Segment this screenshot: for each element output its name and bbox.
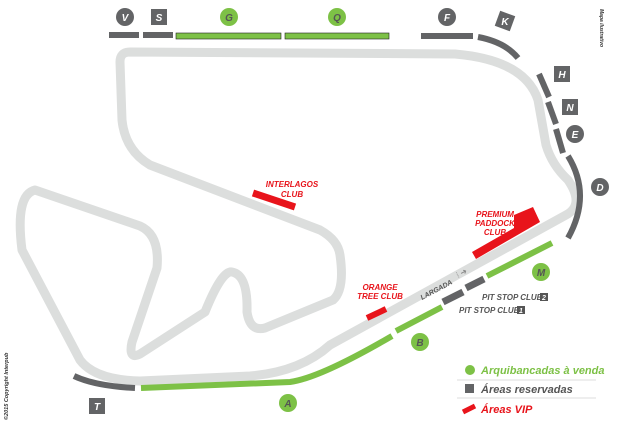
label-b: B [416,338,423,349]
vip-premium-paddock-club[interactable] [472,207,540,259]
badge-g[interactable] [220,8,238,26]
badge-e[interactable] [566,125,584,143]
pit-stop-1-number: 1 [519,308,523,315]
badge-b[interactable] [411,333,429,351]
badge-m[interactable] [532,263,550,281]
stand-q[interactable] [284,32,390,40]
pit-stop-1-badge [517,306,525,314]
stand-m[interactable] [485,240,554,279]
stand-g[interactable] [175,32,282,40]
legend-for-sale: Arquibancadas à venda [480,365,605,377]
pit-stop-2-badge [540,293,548,301]
stand-b[interactable] [394,304,444,334]
badge-q[interactable] [328,8,346,26]
stand-h[interactable] [536,72,552,99]
pit-stop-1-label: PIT STOP CLUB [459,306,520,315]
label-v: V [122,13,130,24]
badge-t[interactable] [89,398,105,414]
badge-f[interactable] [438,8,456,26]
stand-k[interactable] [477,34,521,60]
label-m: M [537,268,546,279]
legend-vip-icon [461,403,477,415]
stand-pit-stop-2[interactable] [464,275,486,292]
stand-t[interactable] [72,373,136,391]
label-n: N [566,103,574,114]
label-e: E [572,130,579,141]
badge-s[interactable] [151,9,167,25]
stand-d[interactable] [565,154,583,240]
label-a: A [283,399,291,410]
vip-orange-tree-club[interactable] [365,306,388,321]
stand-v[interactable] [109,32,139,38]
stand-f[interactable] [421,33,473,39]
badge-n[interactable] [562,99,578,115]
stand-a[interactable] [140,333,394,391]
badge-v[interactable] [116,8,134,26]
legend-reserved: Áreas reservadas [480,383,573,396]
label-h: H [558,70,566,81]
badge-d[interactable] [591,178,609,196]
legend-vip: Áreas VIP [480,403,533,416]
label-q: Q [333,13,341,24]
label-f: F [444,13,451,24]
label-d: D [596,183,603,194]
pit-stop-2-label: PIT STOP CLUB [482,293,543,302]
badge-a[interactable] [279,394,297,412]
label-g: G [225,13,233,24]
pit-stop-2-number: 2 [541,295,546,302]
illustrative-map-note: Mapa ilustrativo [598,9,604,47]
label-k: K [501,17,509,28]
badge-k[interactable] [494,10,516,32]
vip-interlagos-club[interactable] [251,189,297,211]
badge-h[interactable] [554,66,570,82]
legend-for-sale-icon [465,365,475,375]
stand-e[interactable] [553,128,566,154]
stand-n[interactable] [545,100,559,126]
copyright: ©2015 Copyright Interpub [3,352,10,420]
stand-s[interactable] [143,32,173,38]
race-track [15,47,581,386]
stand-pit-stop-1[interactable] [441,288,465,306]
label-s: S [156,13,163,24]
label-t: T [94,402,101,413]
legend-reserved-icon [465,384,474,393]
